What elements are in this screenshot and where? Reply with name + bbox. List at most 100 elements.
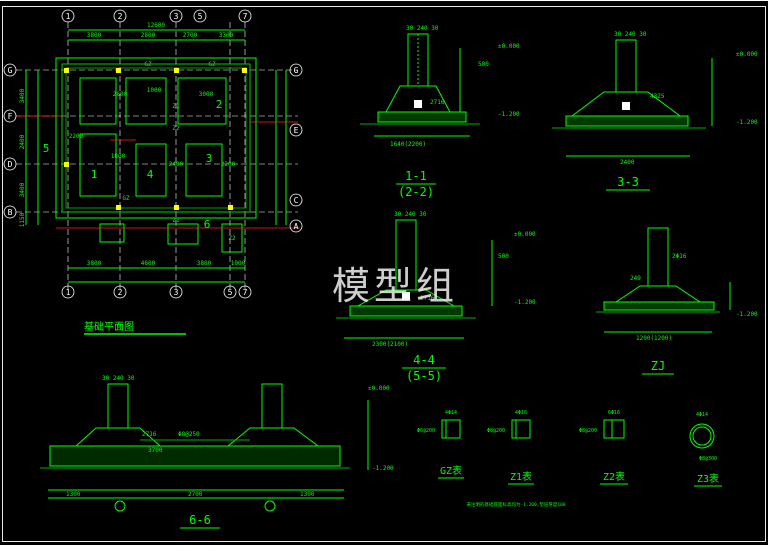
- axis-label: 2: [118, 12, 123, 21]
- dim-text: 3800: [87, 260, 102, 267]
- elevation: ±0.000: [368, 385, 390, 392]
- axis-label: G: [294, 66, 299, 75]
- dim-text: 3700: [148, 447, 163, 454]
- axis-label: 2: [118, 288, 123, 297]
- dim-text: 500: [478, 61, 489, 68]
- section-title: 3-3: [617, 175, 639, 189]
- column-hoop: Φ8@200: [579, 428, 597, 434]
- drawing-viewport[interactable]: [2, 6, 766, 542]
- column-spec: 6Φ16: [608, 410, 620, 416]
- foot-id: 2: [216, 98, 223, 111]
- section-title: 4-4: [413, 353, 435, 367]
- vertical-scrollbar[interactable]: [768, 0, 780, 545]
- axis-label: 7: [243, 288, 248, 297]
- dim-text: 3400: [19, 182, 26, 197]
- column-title: Z2表: [603, 470, 625, 483]
- axis-label: A: [294, 222, 299, 231]
- foundation-plan: [16, 22, 300, 290]
- dim-text: 2716: [142, 431, 157, 438]
- dim-text: 30 240 30: [406, 25, 439, 32]
- dim-text: 2400: [19, 134, 26, 149]
- axis-label: D: [8, 160, 13, 169]
- dim-text: 2Φ16: [672, 253, 687, 260]
- plan-label: 2200: [221, 161, 236, 168]
- axis-label: 7: [243, 12, 248, 21]
- section-1-1: [360, 33, 480, 137]
- elevation: -1.200: [736, 311, 758, 318]
- foot-id: 3: [206, 152, 213, 165]
- dim-text: 3800: [197, 260, 212, 267]
- general-note: 未注明的基础底面标高均为-1.200,垫层厚度100: [466, 501, 565, 508]
- dim-text: 249: [630, 275, 641, 282]
- axis-label: 3: [174, 12, 179, 21]
- foot-id: 6: [204, 218, 211, 231]
- column-title: GZ表: [440, 464, 462, 477]
- elevation: -1.200: [498, 111, 520, 118]
- column-schedule: [441, 419, 715, 449]
- dim-text: 2716: [430, 99, 445, 106]
- plan-title: 基础平面图: [84, 320, 134, 333]
- section-title: ZJ: [651, 359, 665, 373]
- section-4-4: [336, 219, 493, 339]
- dim-text: 500: [498, 253, 509, 260]
- section-zj: [596, 227, 731, 333]
- dim-text: 4325: [650, 93, 665, 100]
- column-title: Z3表: [697, 472, 719, 485]
- section-title: 6-6: [189, 513, 211, 527]
- axis-label: 1: [66, 12, 71, 21]
- elevation: ±0.000: [514, 231, 536, 238]
- dim-text: 1150: [19, 212, 26, 227]
- dim-text: Φ8@250: [178, 431, 200, 438]
- dim-text: 3400: [19, 88, 26, 103]
- foot-id: 4: [147, 168, 154, 181]
- dim-text: 30 240 30: [614, 31, 647, 38]
- column-hoop: Φ8@300: [699, 456, 717, 462]
- axis-label: 1: [66, 288, 71, 297]
- plan-label: 2800: [113, 91, 128, 98]
- dim-text: 2700: [188, 491, 203, 498]
- axis-label: C: [294, 196, 299, 205]
- axis-label: B: [8, 208, 13, 217]
- plan-label: Z1: [172, 217, 180, 224]
- dim-text: 12600: [147, 22, 165, 29]
- dim-text: 2300(2100): [372, 341, 408, 348]
- plan-label: GZ: [144, 61, 152, 68]
- plan-label: 3000: [199, 91, 214, 98]
- column-hoop: Φ6@200: [417, 428, 435, 434]
- dim-text: 3800: [87, 32, 102, 39]
- plan-label: 1800: [111, 153, 126, 160]
- plan-label: Z1: [172, 103, 180, 110]
- dim-text: 1300: [300, 491, 315, 498]
- elevation: -1.200: [514, 299, 536, 306]
- plan-label: 1000: [147, 87, 162, 94]
- plan-label: GZ: [208, 61, 216, 68]
- elevation: -1.200: [372, 465, 394, 472]
- dim-text: 1640(2200): [390, 141, 426, 148]
- section-title: 1-1: [405, 169, 427, 183]
- plan-label: 2400: [169, 161, 184, 168]
- axis-label: 3: [174, 288, 179, 297]
- dim-text: 2700: [183, 32, 198, 39]
- column-hoop: Φ8@200: [487, 428, 505, 434]
- section-subtitle: (5-5): [406, 369, 442, 383]
- dim-text: 1300: [66, 491, 81, 498]
- plan-label: GZ: [122, 195, 130, 202]
- dim-text: 30 240 30: [394, 211, 427, 218]
- dim-text: 4600: [141, 260, 156, 267]
- axis-label: 5: [228, 288, 233, 297]
- plan-label: 2200: [69, 133, 84, 140]
- column-title: Z1表: [510, 470, 532, 483]
- foot-id: 1: [91, 168, 98, 181]
- dim-text: 2400: [620, 159, 635, 166]
- plan-label: Z2: [228, 235, 236, 242]
- status-bar: [0, 545, 780, 555]
- axis-label: E: [294, 126, 299, 135]
- axis-label: F: [8, 112, 13, 121]
- column-spec: 4Φ14: [696, 412, 708, 418]
- dim-text: 2800: [141, 32, 156, 39]
- axis-label: 5: [198, 12, 203, 21]
- elevation: -1.200: [736, 119, 758, 126]
